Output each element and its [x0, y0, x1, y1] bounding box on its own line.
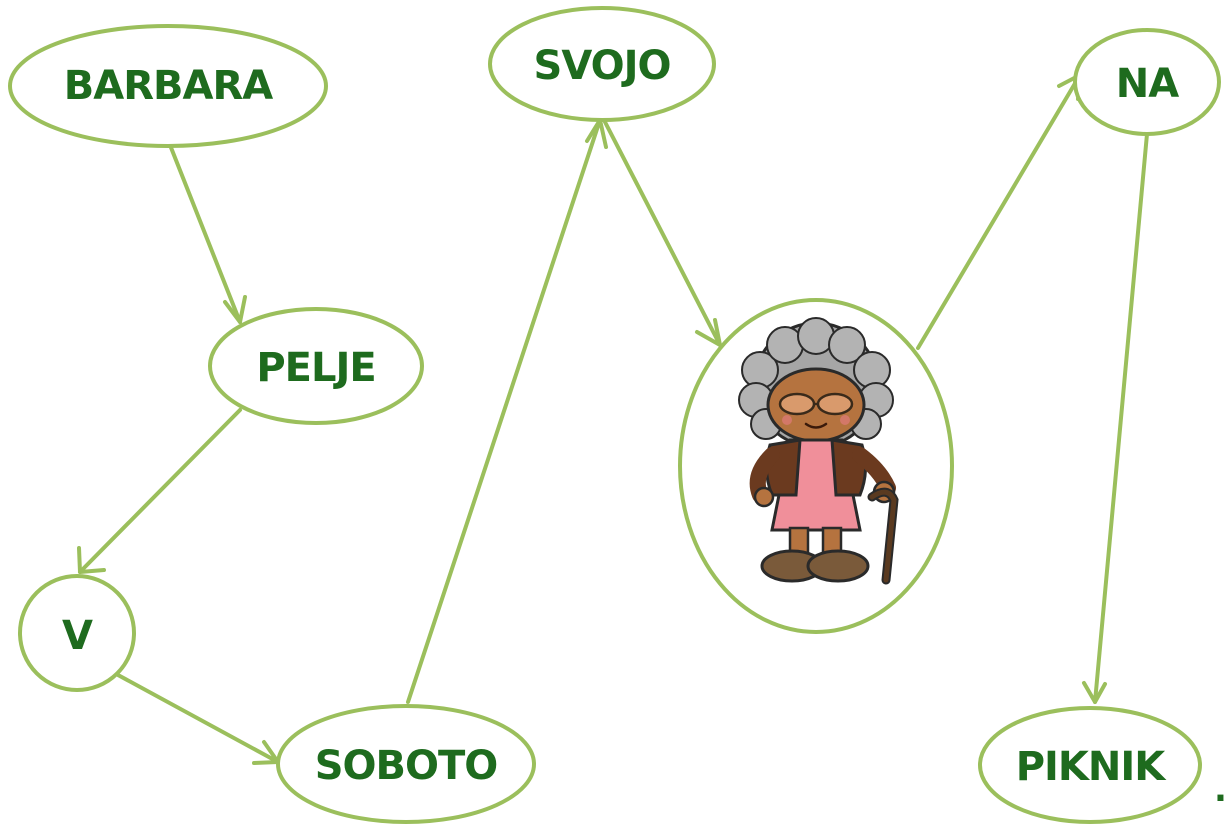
edge-barbara-pelje: [168, 143, 247, 324]
edge-pelje-v: [77, 408, 242, 574]
shoe-right: [806, 549, 870, 583]
smile: [804, 422, 828, 429]
node-label-svojo: SVOJO: [534, 43, 671, 89]
node-label-na: NA: [1116, 61, 1179, 107]
node-barbara: BARBARA: [8, 24, 328, 148]
node-label-pelje: PELJE: [256, 345, 375, 391]
node-svojo: SVOJO: [488, 6, 716, 122]
node-grandma: [678, 298, 954, 634]
node-label-barbara: BARBARA: [64, 63, 273, 109]
edge-soboto-svojo: [406, 118, 608, 704]
node-label-soboto: SOBOTO: [315, 743, 498, 789]
edge-v-soboto: [116, 673, 280, 765]
walking-cane-icon: [867, 487, 899, 585]
grandma-illustration: [738, 317, 899, 585]
node-v: V: [18, 574, 136, 692]
node-soboto: SOBOTO: [276, 704, 536, 824]
node-na: NA: [1073, 28, 1221, 136]
node-label-piknik: PIKNIK: [1016, 744, 1168, 790]
edges: [77, 73, 1149, 765]
sentence-period: .: [1214, 770, 1226, 810]
glasses-icon: [778, 392, 854, 416]
edge-na-piknik: [1082, 132, 1149, 704]
edge-svojo-grandma: [603, 120, 722, 347]
node-piknik: PIKNIK: [978, 706, 1202, 824]
edge-grandma-na: [916, 73, 1082, 350]
node-pelje: PELJE: [208, 307, 424, 425]
node-label-v: V: [62, 613, 93, 659]
